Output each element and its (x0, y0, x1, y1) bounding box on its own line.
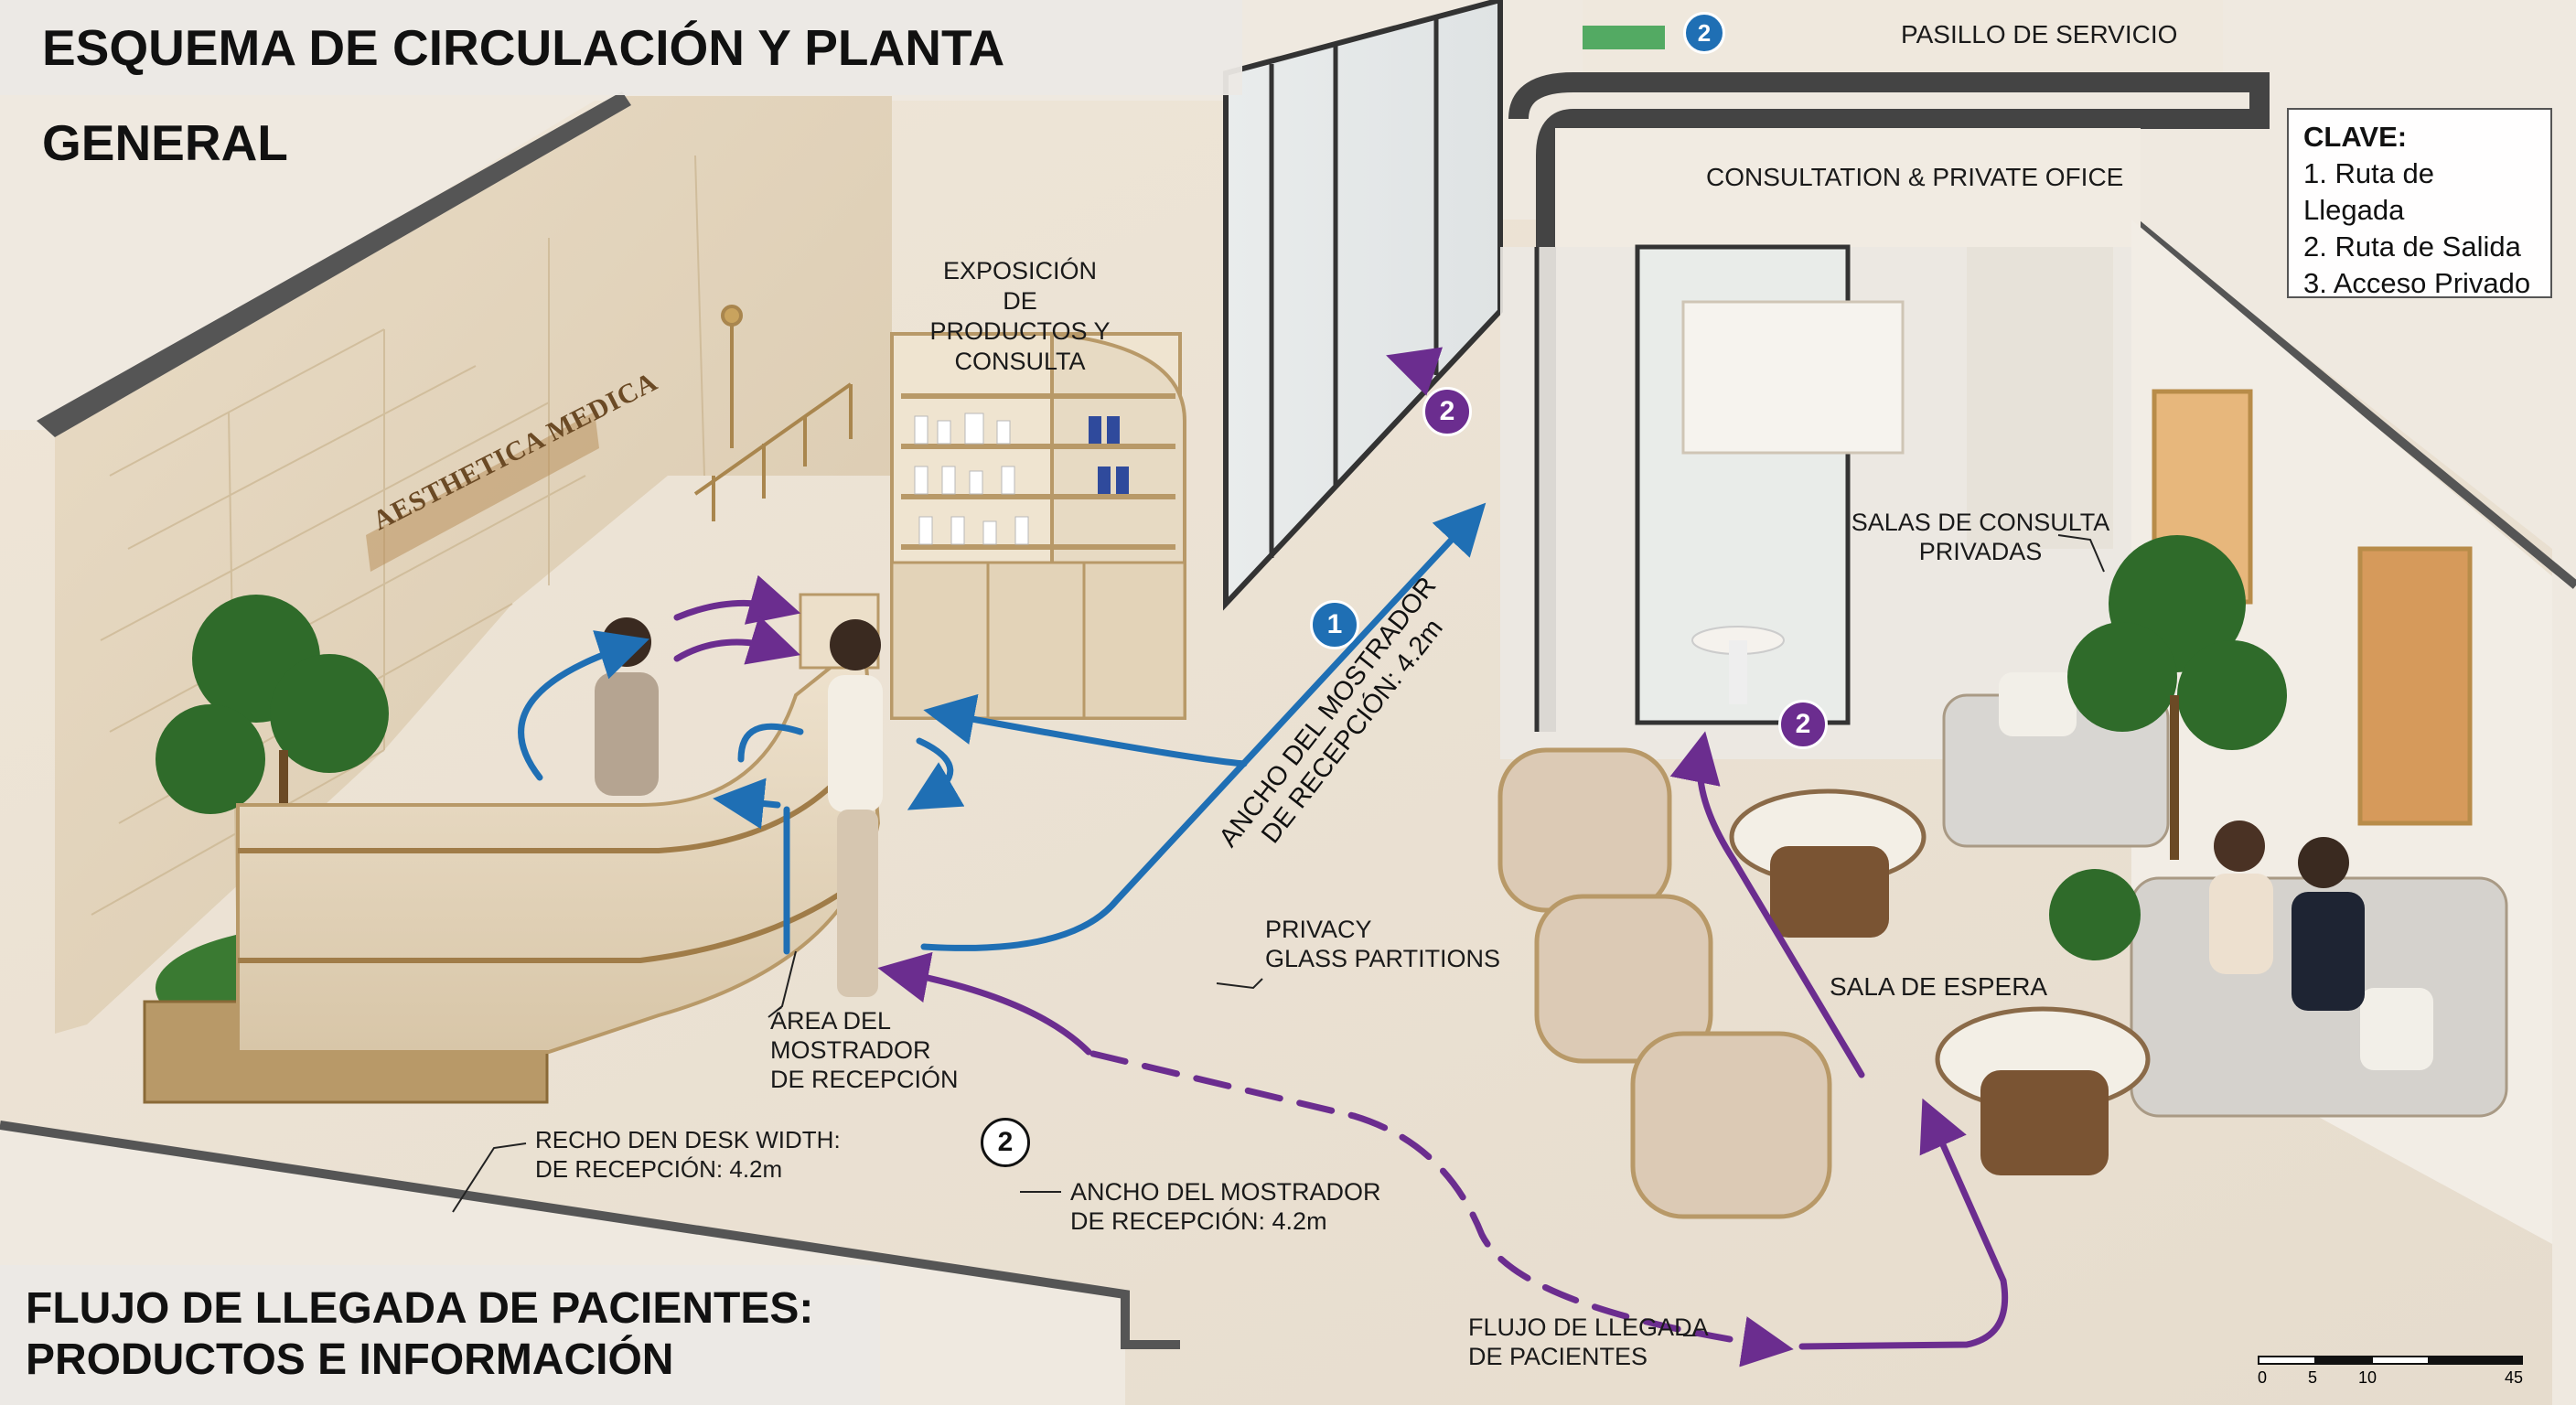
brand-plank (366, 412, 599, 572)
seated-couple (2209, 820, 2365, 1011)
bottom-title: FLUJO DE LLEGADA DE PACIENTES: PRODUCTOS… (0, 1265, 880, 1405)
scale-bar-segment (2259, 1357, 2314, 1363)
bottom-title-line2: PRODUCTOS E INFORMACIÓN (26, 1335, 674, 1384)
outer-wall (0, 1121, 1180, 1349)
scale-tick-45: 45 (2505, 1368, 2524, 1387)
art-panel-2 (2357, 546, 2473, 826)
product-shelf (890, 331, 1186, 720)
label-arrival-flow: FLUJO DE LLEGADA DE PACIENTES (1468, 1314, 1709, 1370)
legend-item-exit: 2. Ruta de Salida (2303, 231, 2521, 263)
patient-at-desk (828, 619, 883, 997)
green-door-marker (1583, 26, 1665, 49)
office-wall-curve (1508, 72, 2270, 732)
route-badge-1: 1 (1310, 600, 1359, 649)
route-badge-2-corridor: 2 (1422, 387, 1472, 436)
label-waiting-room: SALA DE ESPERA (1830, 972, 2048, 1001)
route-badge-2-consult: 2 (1778, 700, 1828, 749)
scale-tick-5: 5 (2308, 1368, 2318, 1387)
label-desk-width-bottom: ANCHO DEL MOSTRADOR DE RECEPCIÓN: 4.2m (1070, 1178, 1381, 1235)
pendant-lights (693, 305, 853, 521)
armchairs (1497, 747, 1832, 1219)
wall-cap (37, 91, 631, 437)
label-product-display: EXPOSICIÓN DE PRODUCTOS Y CONSULTA (929, 257, 1111, 375)
label-reception-area: ÁREA DEL MOSTRADOR DE RECEPCIÓN (770, 1007, 959, 1093)
sofa-upper (1942, 672, 2170, 848)
route-badge-2-entry: 2 (981, 1118, 1030, 1167)
main-title-text: ESQUEMA DE CIRCULACIÓN Y PLANTA GENERAL (42, 19, 1004, 171)
coffee-table-lower (1935, 1006, 2151, 1175)
coffee-table-upper (1729, 788, 1927, 938)
scale-bar-segment (2373, 1357, 2428, 1363)
scale-bar: 0 5 10 45 (2258, 1354, 2532, 1390)
consultation-glass-room (1500, 244, 2141, 759)
label-recho-den: RECHO DEN DESK WIDTH: DE RECEPCIÓN: 4.2m (535, 1126, 841, 1183)
plant-right (2049, 535, 2287, 960)
label-private-rooms: SALAS DE CONSULTA PRIVADAS (1851, 509, 2110, 565)
label-consultation-office: CONSULTATION & PRIVATE OFICE (1706, 163, 2124, 191)
main-title: ESQUEMA DE CIRCULACIÓN Y PLANTA GENERAL (0, 0, 1242, 171)
legend-item-arrival: 1. Ruta de Llegada (2303, 157, 2435, 226)
right-wall (2128, 216, 2576, 589)
stone-wall (55, 96, 892, 1034)
scale-tick-0: 0 (2258, 1368, 2268, 1387)
bottom-title-line1: FLUJO DE LLEGADA DE PACIENTES: (26, 1284, 814, 1333)
private-office-back (1555, 128, 2141, 247)
legend-title: CLAVE: (2303, 121, 2408, 153)
route-badge-2-top: 2 (1683, 12, 1725, 54)
label-service-corridor: PASILLO DE SERVICIO (1901, 20, 2178, 48)
legend-box: CLAVE: 1. Ruta de Llegada 2. Ruta de Sal… (2287, 108, 2552, 299)
arrival-route-blue (518, 502, 1487, 955)
label-privacy-glass: PRIVACY GLASS PARTITIONS (1265, 916, 1501, 972)
scale-tick-10: 10 (2358, 1368, 2377, 1387)
exit-route-purple (673, 347, 2009, 1367)
legend-item-private: 3. Acceso Privado (2303, 267, 2531, 299)
service-corridor (1583, 0, 2223, 78)
plant-left (156, 595, 389, 997)
